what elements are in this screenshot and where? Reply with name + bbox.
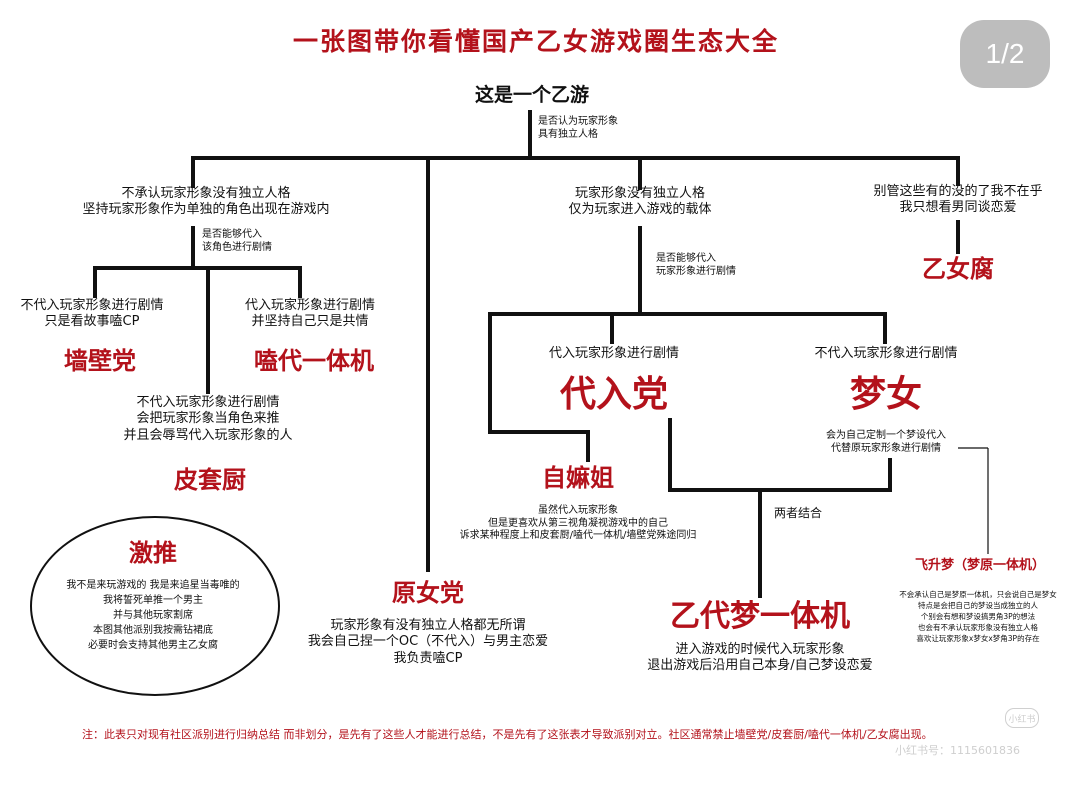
jitui-faction-name: 激推 <box>129 539 177 567</box>
desc-line: 也会有不承认玩家形象没有独立人格 <box>918 622 1038 632</box>
branch-line: 别管这些有的没的了我不在乎 <box>873 184 1043 199</box>
zimojie-faction-name: 自嫲姐 <box>542 464 614 492</box>
branch-line: 我只想看男同谈恋爱 <box>899 200 1017 216</box>
desc-line: 必要时会支持其他男主乙女腐 <box>88 640 218 651</box>
desc-line: 不代入玩家形象进行剧情 <box>136 395 280 410</box>
desc-line: 代替原玩家形象进行剧情 <box>831 442 941 454</box>
desc-line: 我负责嗑CP <box>393 650 463 666</box>
question-line: 具有独立人格 <box>538 128 598 140</box>
dairu-faction-name: 代入党 <box>559 374 669 415</box>
wall-desc: 不代入玩家形象进行剧情 只是看故事嗑CP <box>20 298 163 331</box>
question-line: 该角色进行剧情 <box>202 241 272 253</box>
desc-line: 喜欢让玩家形象x梦女x梦角3P的存在 <box>916 633 1040 643</box>
desc-line: 会为自己定制一个梦设代入 <box>826 430 946 441</box>
feisheng-desc: 不会承认自己是梦原一体机，只会说自己是梦女 特点是会把自己的梦设当成独立的人 个… <box>899 590 1057 644</box>
branch-center-text: 玩家形象没有独立人格 仅为玩家进入游戏的载体 <box>568 186 711 219</box>
mengnv-faction-name: 梦女 <box>849 374 923 415</box>
combine-label: 两者结合 <box>774 506 823 520</box>
question-line: 是否能够代入 <box>202 229 262 240</box>
branch-line: 不承认玩家形象没有独立人格 <box>121 186 291 201</box>
desc-line: 我会自己捏一个OC（不代入）与男主恋爱 <box>307 634 549 650</box>
desc-line: 虽然代入玩家形象 <box>538 505 618 516</box>
desc-line: 本图其他派别我按需钻裙底 <box>93 625 213 636</box>
watermark-logo: 小红书 <box>1005 708 1039 728</box>
desc-line: 个别会有想和梦设搞男角3P的想法 <box>920 611 1036 621</box>
question-left: 是否能够代入 该角色进行剧情 <box>202 229 272 254</box>
branch-line: 坚持玩家形象作为单独的角色出现在游戏内 <box>82 202 330 218</box>
footnote: 注：此表只对现有社区派别进行归纳总结 而非划分，是先有了这些人才能进行总结，不是… <box>82 728 933 741</box>
yidai-faction-name: 乙代梦一体机 <box>670 599 850 634</box>
desc-line: 我不是来玩游戏的 我是来追星当毒唯的 <box>66 580 240 591</box>
watermark-id: 小红书号：1115601836 <box>895 744 1020 757</box>
yinvfu-faction-name: 乙女腐 <box>922 255 994 283</box>
question-root: 是否认为玩家形象 具有独立人格 <box>538 116 618 141</box>
yuannv-faction-name: 原女党 <box>392 579 464 607</box>
dairu-label: 代入玩家形象进行剧情 <box>548 346 680 361</box>
branch-right-text: 别管这些有的没的了我不在乎 我只想看男同谈恋爱 <box>873 184 1042 217</box>
branch-line: 仅为玩家进入游戏的载体 <box>568 202 712 218</box>
pitao-desc: 不代入玩家形象进行剧情 会把玩家形象当角色来推 并且会辱骂代入玩家形象的人 <box>123 395 292 444</box>
desc-line: 代入玩家形象进行剧情 <box>244 298 376 313</box>
desc-line: 并坚持自己只是共情 <box>251 314 369 330</box>
branch-line: 玩家形象没有独立人格 <box>574 186 706 201</box>
pitao-faction-name: 皮套厨 <box>174 466 246 494</box>
desc-line: 我将誓死单推一个男主 <box>103 595 203 606</box>
yidai-desc: 进入游戏的时候代入玩家形象 退出游戏后沿用自己本身/自己梦设恋爱 <box>647 642 872 675</box>
wall-faction-name: 墙壁党 <box>64 347 136 375</box>
desc-line: 进入游戏的时候代入玩家形象 <box>675 642 845 657</box>
zimojie-desc: 虽然代入玩家形象 但是更喜欢从第三视角凝视游戏中的自己 诉求某种程度上和皮套厨/… <box>460 505 697 543</box>
jitui-desc: 我不是来玩游戏的 我是来追星当毒唯的 我将誓死单推一个男主 并与其他玩家割席 本… <box>66 578 239 653</box>
desc-line: 诉求某种程度上和皮套厨/嗑代一体机/墙壁党殊途同归 <box>459 530 697 541</box>
desc-line: 退出游戏后沿用自己本身/自己梦设恋爱 <box>647 658 873 674</box>
mengnv-desc: 会为自己定制一个梦设代入 代替原玩家形象进行剧情 <box>826 430 946 455</box>
desc-line: 并与其他玩家割席 <box>113 610 193 621</box>
kedai-desc: 代入玩家形象进行剧情 并坚持自己只是共情 <box>245 298 375 331</box>
desc-line: 不会承认自己是梦原一体机，只会说自己是梦女 <box>899 590 1057 599</box>
desc-line: 会把玩家形象当角色来推 <box>136 411 280 427</box>
page-indicator[interactable]: 1/2 <box>960 20 1050 88</box>
question-line: 玩家形象进行剧情 <box>656 265 736 277</box>
desc-line: 但是更喜欢从第三视角凝视游戏中的自己 <box>488 517 668 529</box>
feisheng-faction-name: 飞升梦（梦原一体机） <box>914 558 1046 573</box>
root-node: 这是一个乙游 <box>474 84 590 106</box>
page-title: 一张图带你看懂国产乙女游戏圈生态大全 <box>292 27 780 56</box>
branch-left-text: 不承认玩家形象没有独立人格 坚持玩家形象作为单独的角色出现在游戏内 <box>82 186 329 219</box>
question-center: 是否能够代入 玩家形象进行剧情 <box>656 253 736 278</box>
kedai-faction-name: 嗑代一体机 <box>254 347 374 375</box>
desc-line: 玩家形象有没有独立人格都无所谓 <box>330 618 526 633</box>
desc-line: 特点是会把自己的梦设当成独立的人 <box>918 600 1038 610</box>
yuannv-desc: 玩家形象有没有独立人格都无所谓 我会自己捏一个OC（不代入）与男主恋爱 我负责嗑… <box>308 618 548 667</box>
desc-line: 并且会辱骂代入玩家形象的人 <box>123 427 293 443</box>
jitui-oval <box>30 516 280 696</box>
mengnv-label: 不代入玩家形象进行剧情 <box>814 346 958 361</box>
question-line: 是否能够代入 <box>656 253 716 264</box>
desc-line: 不代入玩家形象进行剧情 <box>20 298 164 313</box>
question-line: 是否认为玩家形象 <box>538 116 618 127</box>
desc-line: 只是看故事嗑CP <box>44 314 140 330</box>
